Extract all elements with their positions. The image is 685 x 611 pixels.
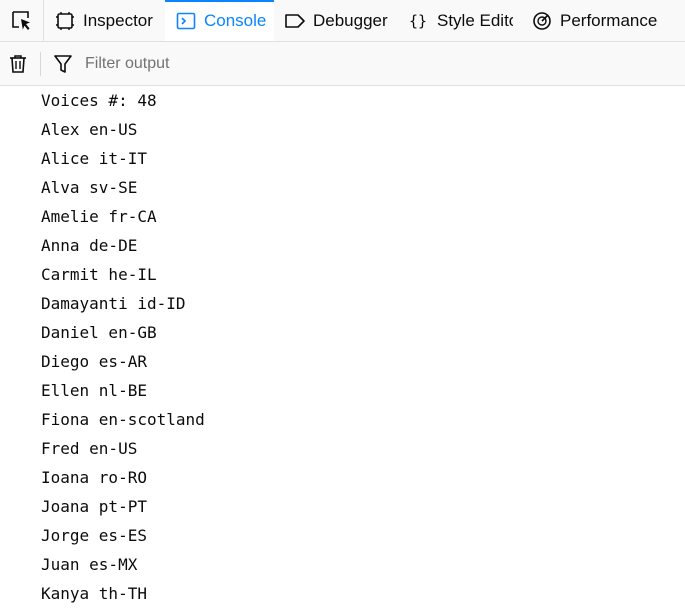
style-editor-icon: {} (408, 10, 430, 32)
debugger-icon (284, 10, 306, 32)
filter-output-input[interactable] (81, 48, 685, 79)
console-message: Carmit he-IL (41, 265, 157, 284)
tab-label: Style Editor (437, 10, 513, 30)
console-message: Alice it-IT (41, 149, 147, 168)
console-message: Diego es-AR (41, 352, 147, 371)
console-toolbar (0, 42, 685, 86)
inspector-icon (54, 10, 76, 32)
tab-label: Performance (560, 10, 658, 30)
performance-icon (531, 10, 553, 32)
svg-text:{}: {} (409, 12, 427, 30)
tab-debugger[interactable]: Debugger (274, 0, 398, 41)
console-message: Alex en-US (41, 120, 138, 139)
console-message: Fiona en-scotland (41, 410, 205, 429)
filter-button[interactable] (45, 42, 81, 86)
devtools-tabbar: Inspector Console Debugger {} (0, 0, 685, 42)
tab-console[interactable]: Console (165, 0, 274, 41)
element-picker-icon (11, 10, 30, 30)
console-message: Anna de-DE (41, 236, 138, 255)
console-message: Daniel en-GB (41, 323, 157, 342)
tab-label: Console (204, 10, 266, 30)
console-message: Ellen nl-BE (41, 381, 147, 400)
clear-output-button[interactable] (0, 42, 36, 86)
console-message: Voices #: 48 (41, 91, 157, 110)
console-message: Ioana ro-RO (41, 468, 147, 487)
console-message: Damayanti id-ID (41, 294, 186, 313)
tab-label: Debugger (313, 10, 388, 30)
trash-icon (10, 54, 26, 73)
toolbar-separator (40, 51, 41, 76)
console-message: Juan es-MX (41, 555, 138, 574)
console-message: Alva sv-SE (41, 178, 138, 197)
console-output[interactable]: Voices #: 48 Alex en-US Alice it-IT Alva… (0, 86, 685, 611)
console-message: Amelie fr-CA (41, 207, 157, 226)
console-message: Jorge es-ES (41, 526, 147, 545)
console-icon (175, 10, 197, 32)
console-message: Kanya th-TH (41, 584, 147, 603)
tab-performance[interactable]: Performance (521, 0, 685, 41)
console-message: Joana pt-PT (41, 497, 147, 516)
console-message: Fred en-US (41, 439, 138, 458)
funnel-icon (54, 54, 72, 73)
tab-inspector[interactable]: Inspector (44, 0, 165, 41)
element-picker-button[interactable] (0, 0, 44, 41)
tab-style-editor[interactable]: {} Style Editor (398, 0, 521, 41)
tab-label: Inspector (83, 10, 153, 30)
